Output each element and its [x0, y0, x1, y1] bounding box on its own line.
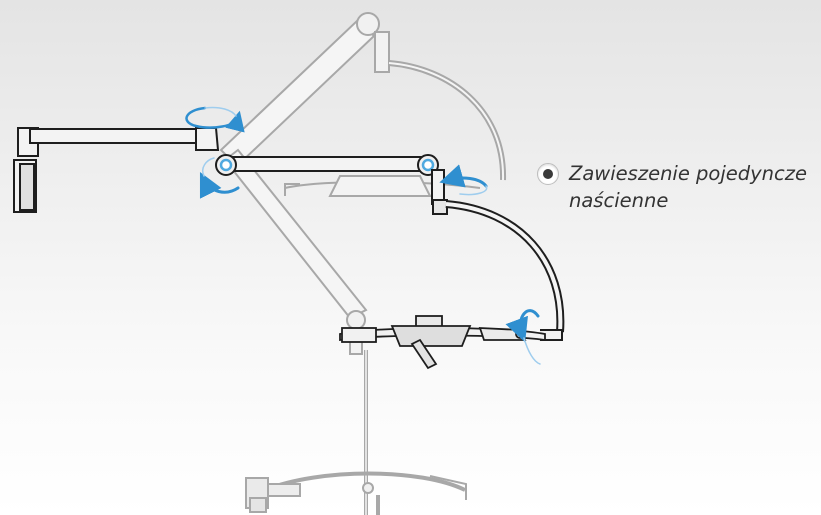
rotation-arrow-icon: [199, 157, 240, 199]
upper-arm-ghost: [219, 12, 507, 197]
rotation-arrow-icon: [505, 309, 541, 365]
legend: Zawieszenie pojedyncze naścienne: [537, 160, 809, 214]
radio-selected-icon[interactable]: [537, 163, 559, 185]
radio-dot: [543, 169, 553, 179]
rotation-arrows: [185, 106, 541, 365]
lower-arm-ghost: [223, 148, 467, 515]
spring-arm: [445, 200, 565, 341]
rotation-arrow-icon: [439, 164, 488, 196]
light-head: [339, 315, 546, 370]
rotation-arrow-icon: [185, 106, 245, 133]
legend-label: Zawieszenie pojedyncze naścienne: [569, 162, 807, 212]
wall-bracket: [13, 127, 220, 213]
